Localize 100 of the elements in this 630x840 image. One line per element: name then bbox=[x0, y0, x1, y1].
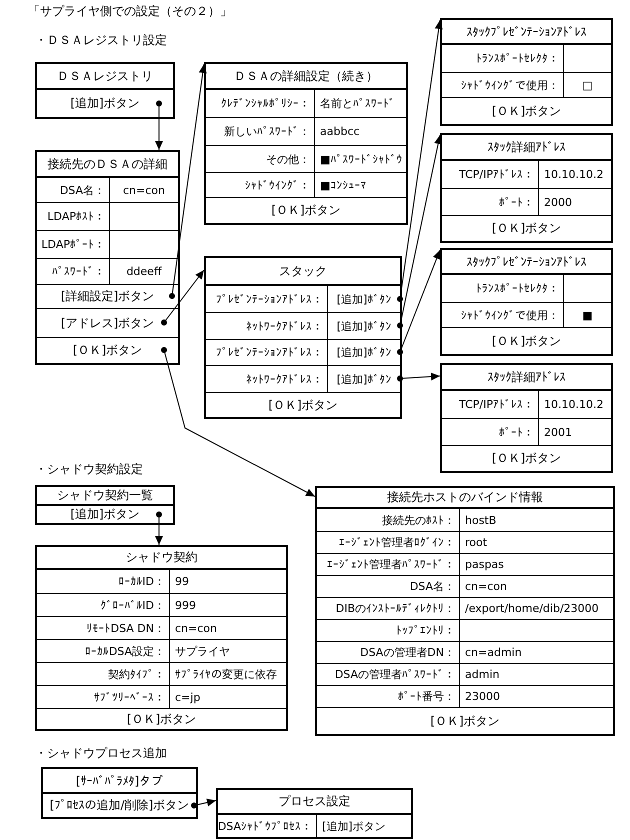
field-label: ﾄｯﾌﾟｴﾝﾄﾘ： bbox=[317, 620, 460, 641]
section-heading: ・シャドウプロセス追加 bbox=[35, 745, 167, 762]
window-title: 接続先ホストのバインド情報 bbox=[317, 488, 613, 509]
window-title: ｽﾀｯｸ詳細ｱﾄﾞﾚｽ bbox=[442, 365, 611, 391]
field-value: [追加]ﾎﾞﾀﾝ bbox=[336, 372, 392, 388]
window-panel bbox=[440, 18, 613, 126]
window-title: シャドウ契約 bbox=[37, 547, 286, 570]
window-panel bbox=[440, 363, 613, 473]
arrow bbox=[397, 134, 442, 328]
field-label: ﾛｰｶﾙDSA設定： bbox=[37, 640, 170, 662]
field-label: LDAPﾎｽﾄ： bbox=[37, 203, 110, 230]
field-value: cn=admin bbox=[464, 645, 523, 661]
arrow bbox=[397, 372, 440, 382]
field-label: 接続先のﾎｽﾄ： bbox=[317, 509, 460, 531]
field-value: ■ bbox=[581, 308, 594, 324]
row-label: [ＯＫ]ボタン bbox=[270, 202, 342, 219]
field-label: ﾊﾟｽﾜｰﾄﾞ： bbox=[37, 259, 110, 284]
field-label: ﾘﾓｰﾄDSA DN： bbox=[37, 617, 170, 639]
row-label: [ＯＫ]ボタン bbox=[490, 220, 562, 237]
field-label: ｼｬﾄﾞｳｲﾝｸﾞで使用： bbox=[442, 303, 564, 327]
arrow bbox=[397, 20, 443, 302]
field-label: DSAｼｬﾄﾞｳﾌﾟﾛｾｽ： bbox=[218, 815, 317, 837]
field-label: ｼｬﾄﾞｳｲﾝｸﾞで使用： bbox=[442, 73, 564, 97]
field-label: ﾌﾟﾚｾﾞﾝﾃｰｼｮﾝｱﾄﾞﾚｽ： bbox=[206, 286, 328, 312]
window-title: シャドウ契約一覧 bbox=[37, 487, 173, 506]
row-label: [追加]ボタン bbox=[69, 95, 141, 112]
field-label: ﾈｯﾄﾜｰｸｱﾄﾞﾚｽ： bbox=[206, 313, 328, 339]
field-value: [追加]ﾎﾞﾀﾝ bbox=[336, 345, 392, 361]
window-panel bbox=[204, 62, 408, 225]
field-label: ﾛｰｶﾙID： bbox=[37, 570, 170, 593]
window-panel bbox=[35, 485, 175, 525]
field-label: 新しいﾊﾟｽﾜｰﾄﾞ： bbox=[206, 118, 315, 145]
field-label: DSAの管理者ﾊﾟｽﾜｰﾄﾞ： bbox=[317, 664, 460, 685]
window-title: ＤＳＡの詳細設定（続き） bbox=[206, 64, 406, 90]
window-panel bbox=[35, 545, 288, 731]
arrow bbox=[155, 100, 163, 150]
field-value: 23000 bbox=[464, 689, 501, 705]
field-label: ﾄﾗﾝｽﾎﾟｰﾄｾﾚｸﾀ： bbox=[442, 45, 564, 72]
field-value: root bbox=[464, 535, 488, 551]
field-value: □ bbox=[581, 78, 594, 94]
window-title: ＤＳＡレジストリ bbox=[37, 64, 173, 90]
field-value: 10.10.10.2 bbox=[543, 397, 604, 413]
arrow bbox=[155, 512, 163, 546]
arrow bbox=[397, 250, 440, 355]
window-panel bbox=[440, 133, 613, 243]
field-label: 契約ﾀｲﾌﾟ： bbox=[37, 663, 170, 685]
field-value: [追加]ボタン bbox=[321, 818, 387, 834]
field-label: ｴｰｼﾞｪﾝﾄ管理者ﾊﾟｽﾜｰﾄﾞ： bbox=[317, 554, 460, 575]
field-value: paspas bbox=[464, 557, 505, 573]
arrow bbox=[161, 347, 316, 497]
field-label: ﾎﾟｰﾄ： bbox=[442, 419, 539, 445]
field-label: ﾌﾟﾚｾﾞﾝﾃｰｼｮﾝｱﾄﾞﾚｽ： bbox=[206, 340, 328, 365]
window-title: ｽﾀｯｸ詳細ｱﾄﾞﾚｽ bbox=[442, 135, 611, 161]
field-value: [追加]ﾎﾞﾀﾝ bbox=[336, 318, 392, 334]
field-value: /export/home/dib/23000 bbox=[464, 601, 600, 617]
window-panel bbox=[35, 150, 180, 365]
field-value: aabbcc bbox=[319, 124, 361, 140]
window-panel bbox=[440, 248, 613, 356]
window-title: [ｻｰﾊﾞﾊﾟﾗﾒﾀ]タブ bbox=[43, 769, 196, 794]
field-label: ｸﾞﾛｰﾊﾞﾙID： bbox=[37, 594, 170, 616]
page-title: 「サプライヤ側での設定（その２）」 bbox=[28, 3, 232, 20]
row-label: [ＯＫ]ボタン bbox=[72, 342, 144, 359]
arrow bbox=[161, 270, 204, 326]
field-label: TCP/IPｱﾄﾞﾚｽ： bbox=[442, 161, 539, 188]
row-label: [ＯＫ]ボタン bbox=[490, 102, 562, 120]
field-value: [追加]ﾎﾞﾀﾝ bbox=[336, 292, 392, 308]
window-panel bbox=[204, 256, 402, 419]
field-value: ｻﾌﾟﾗｲﾔの変更に依存 bbox=[174, 666, 278, 682]
window-panel bbox=[315, 486, 615, 736]
field-label: ｴｰｼﾞｪﾝﾄ管理者ﾛｸﾞｲﾝ： bbox=[317, 532, 460, 553]
field-value: 99 bbox=[174, 574, 190, 590]
row-label: [アドレス]ボタン bbox=[60, 314, 156, 332]
window-title: ｽﾀｯｸﾌﾟﾚｾﾞﾝﾃｰｼｮﾝｱﾄﾞﾚｽ bbox=[442, 250, 611, 275]
row-label: [ＯＫ]ボタン bbox=[126, 710, 198, 728]
window-panel bbox=[216, 788, 413, 839]
row-label: [ﾌﾟﾛｾｽの追加/削除]ボタン bbox=[48, 797, 190, 814]
field-value: cn=con bbox=[174, 620, 218, 636]
row-label: [ＯＫ]ボタン bbox=[490, 450, 562, 467]
field-label: ﾄﾗﾝｽﾎﾟｰﾄｾﾚｸﾀ： bbox=[442, 275, 564, 302]
field-value: ■ｺﾝｼｭｰﾏ bbox=[319, 178, 368, 194]
window-title: 接続先のＤＳＡの詳細 bbox=[37, 152, 178, 178]
window-title: スタック bbox=[206, 258, 400, 286]
field-value: admin bbox=[464, 667, 500, 683]
field-label: ﾎﾟｰﾄ： bbox=[442, 189, 539, 215]
section-heading: ・ＤＳＡレジストリ設定 bbox=[35, 32, 167, 49]
window-panel bbox=[35, 62, 175, 119]
field-value: ■ﾊﾟｽﾜｰﾄﾞｼｬﾄﾞｳ bbox=[319, 152, 404, 168]
row-label: [追加]ボタン bbox=[69, 506, 141, 523]
field-label: その他： bbox=[206, 146, 315, 172]
field-label: LDAPﾎﾟｰﾄ： bbox=[37, 231, 110, 258]
field-value: hostB bbox=[464, 512, 498, 528]
arrow bbox=[169, 64, 207, 299]
field-value: ddeeff bbox=[125, 264, 163, 280]
window-panel bbox=[41, 767, 198, 819]
field-value: cn=con bbox=[464, 579, 508, 595]
field-label: ﾎﾟｰﾄ番号： bbox=[317, 686, 460, 707]
window-title: ｽﾀｯｸﾌﾟﾚｾﾞﾝﾃｰｼｮﾝｱﾄﾞﾚｽ bbox=[442, 20, 611, 45]
field-label: TCP/IPｱﾄﾞﾚｽ： bbox=[442, 391, 539, 418]
field-value: 2000 bbox=[543, 194, 573, 210]
field-value: cn=con bbox=[122, 182, 166, 198]
